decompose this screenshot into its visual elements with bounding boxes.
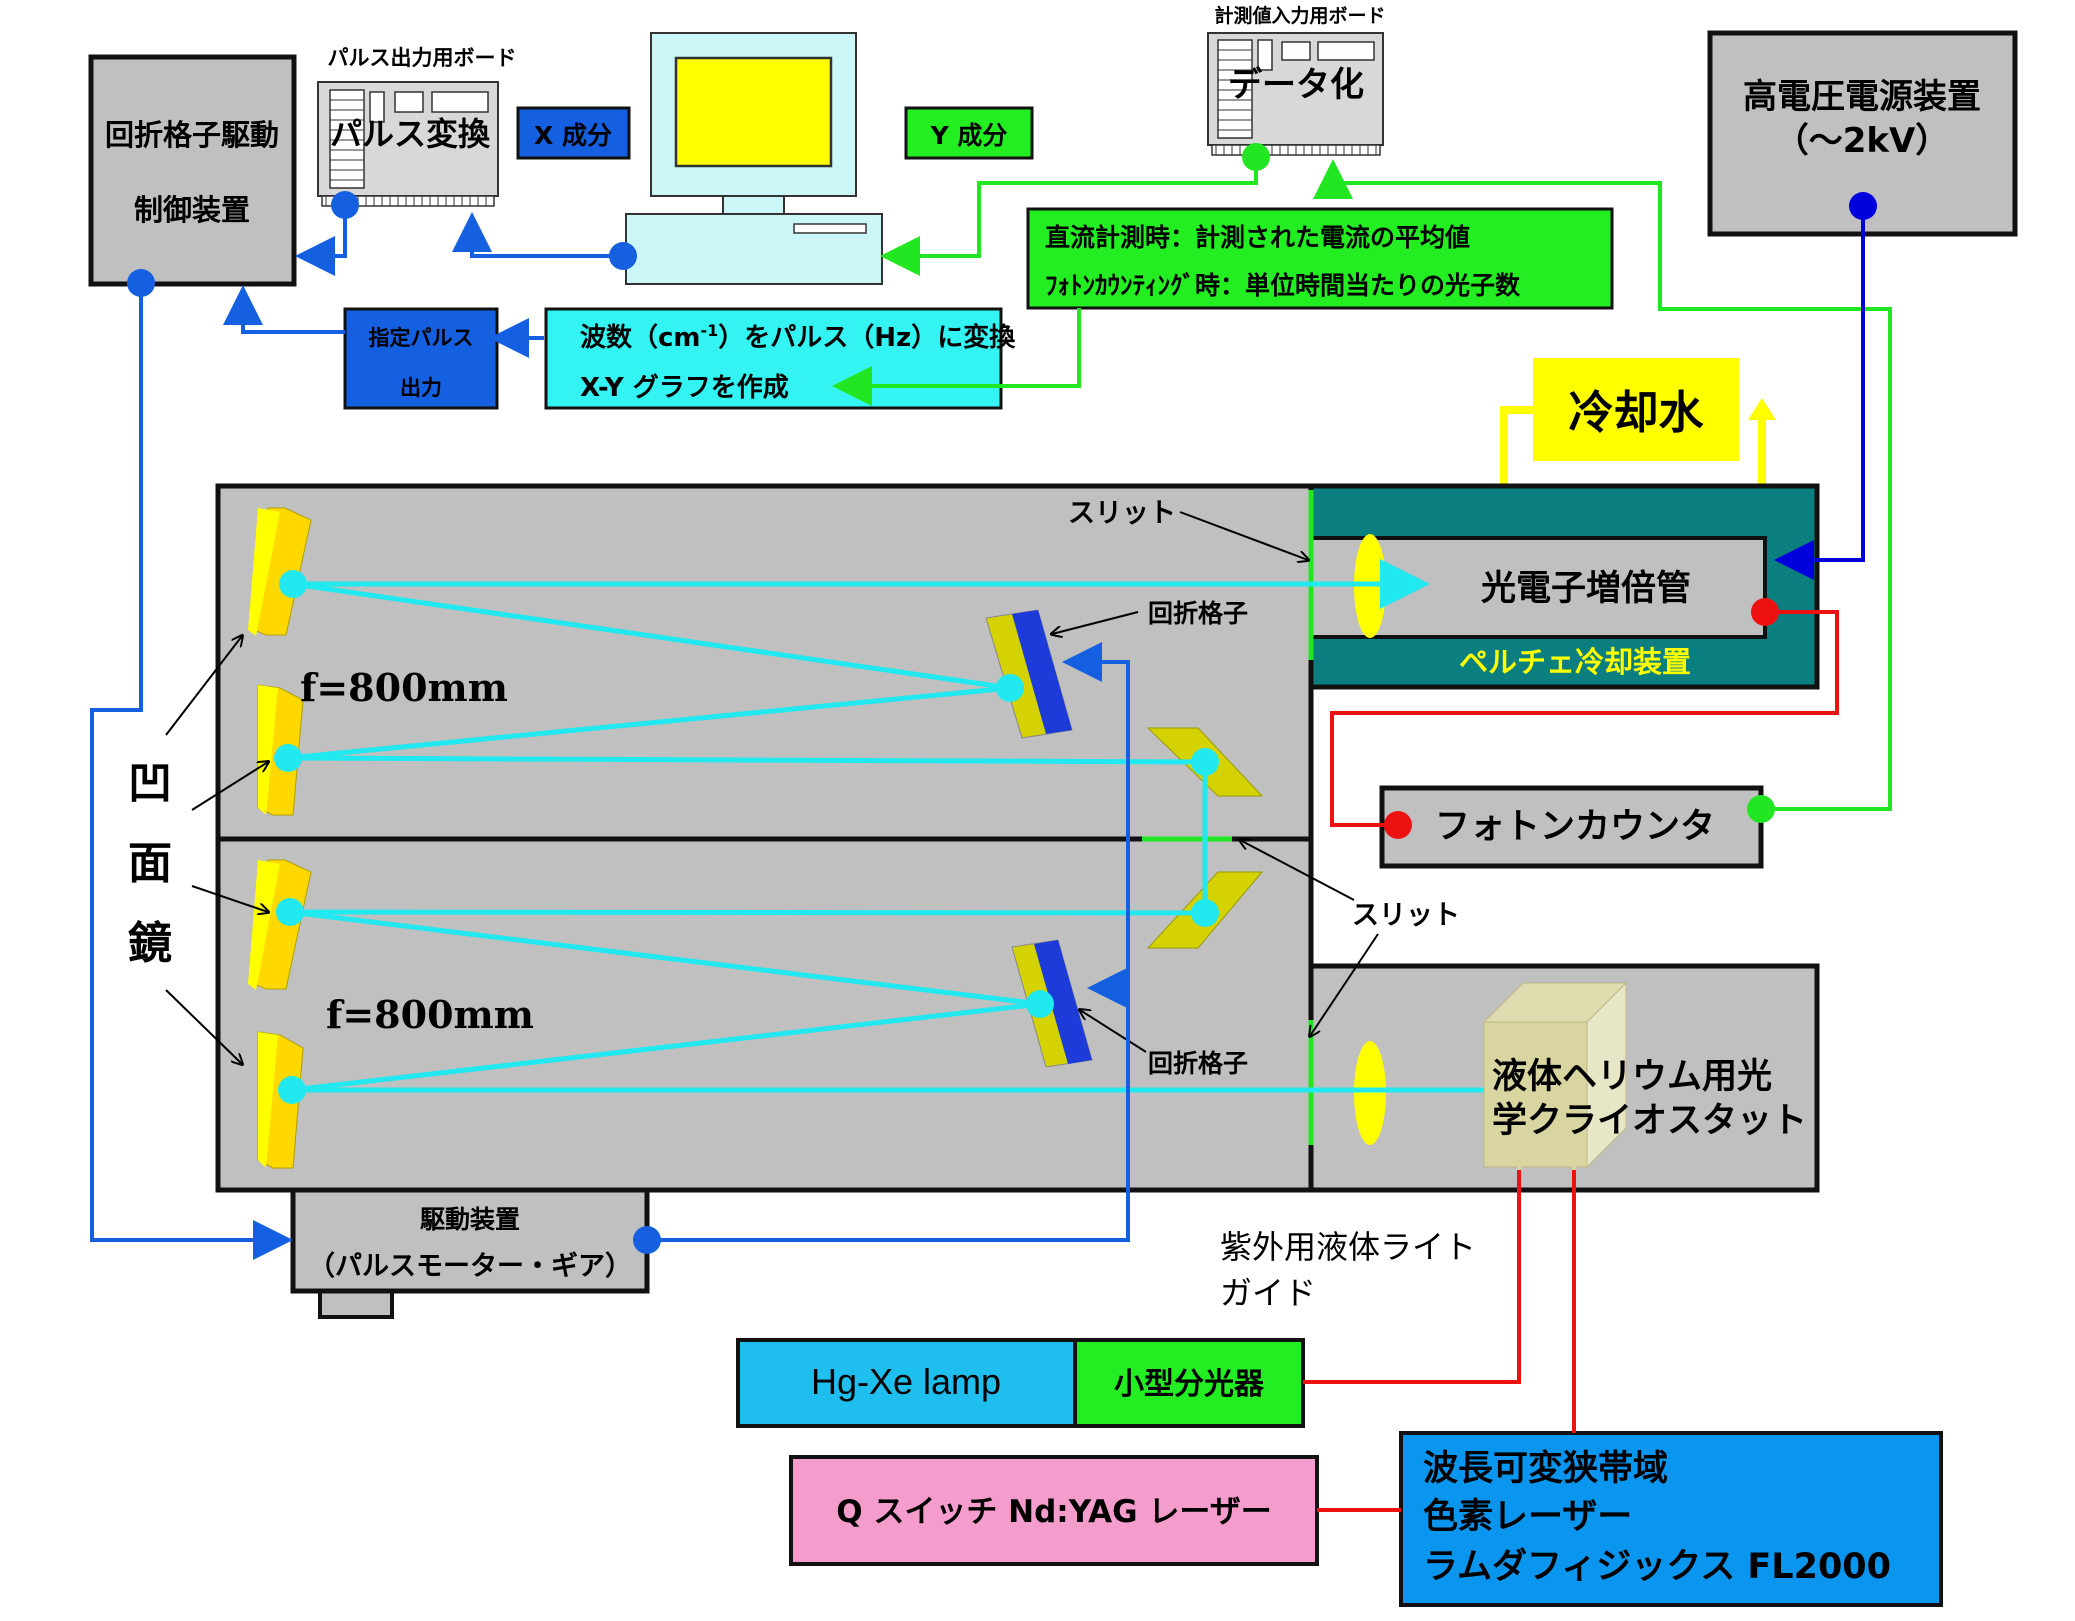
x-component-label: X 成分 (534, 121, 612, 150)
high-voltage-power-supply: 高電圧電源装置 （～2kV） (1707, 30, 2018, 237)
pulse-out-label-2: 出力 (400, 376, 442, 400)
drive-label-2: （パルスモーター・ギア） (308, 1251, 632, 1282)
beam-nodes (274, 570, 1219, 1104)
cooling-water-label: 冷却水 (1568, 386, 1704, 439)
light-guide-label-2: ガイド (1220, 1274, 1316, 1312)
slit-right-pointer-1 (1240, 840, 1355, 901)
slit-top-label: スリット (1068, 498, 1176, 529)
x-component-box: X 成分 (516, 106, 631, 160)
wavenumber-suffix: ）をパルス（Hz）に変換 (718, 322, 1016, 353)
hg-xe-lamp: Hg-Xe lamp (736, 1338, 1077, 1428)
lens-lower (1354, 1041, 1386, 1145)
conversion-box: 波数（cm-1）をパルス（Hz）に変換 X-Y グラフを作成 (544, 307, 1016, 410)
signal-lines (1303, 610, 1839, 1512)
control-nodes (127, 191, 661, 1254)
y-component-label: Y 成分 (930, 121, 1008, 150)
cryostat-label-2: 学クライオスタット (1492, 1100, 1807, 1141)
grating-top-label: 回折格子 (1148, 599, 1248, 628)
photon-counter: フォトンカウンタ (1379, 785, 1764, 869)
dye-label-1: 波長可変狭帯域 (1423, 1448, 1668, 1489)
dc-measure-label: 直流計測時：計測された電流の平均値 (1045, 223, 1470, 252)
pulse-output-box: 指定パルス 出力 (343, 307, 499, 410)
digitize-label: データ化 (1228, 65, 1364, 105)
y-component-box: Y 成分 (904, 106, 1034, 160)
dye-label-2: 色素レーザー (1423, 1497, 1632, 1537)
qswitch-yag-laser: Q スイッチ Nd:YAG レーザー (789, 1455, 1319, 1566)
mono-label: 小型分光器 (1114, 1367, 1265, 1402)
concave-label-1: 凹 (128, 758, 172, 809)
signal-node-pmt (1751, 598, 1779, 626)
dye-laser: 波長可変狭帯域 色素レーザー ラムダフィジックス FL2000 (1399, 1431, 1943, 1607)
peltier-label: ペルチェ冷却装置 (1459, 645, 1691, 679)
wavenumber-prefix: 波数（cm (580, 323, 701, 353)
light-guide-label-1: 紫外用液体ライト (1220, 1228, 1476, 1266)
wavenumber-sup: -1 (701, 321, 719, 340)
xy-graph-label: X-Y グラフを作成 (580, 373, 789, 403)
focal-bottom-label: f=800mm (326, 992, 534, 1037)
data-node-counter (1747, 795, 1775, 823)
data-lines (832, 157, 1892, 811)
measure-board-title: 計測値入力用ボード (1214, 4, 1385, 27)
concave-label-3: 鏡 (128, 918, 172, 969)
grating-top-pointer (1052, 611, 1139, 634)
wavenumber-label: 波数（cm-1）をパルス（Hz）に変換 (580, 321, 1016, 353)
pulse-output-board: パルス出力用ボード パルス変換 (317, 46, 517, 207)
spectrometer-upper-housing (215, 483, 1314, 842)
control-lines (90, 205, 1130, 1260)
hv-label-1: 高電圧電源装置 (1743, 77, 1981, 117)
pulse-board-title: パルス出力用ボード (328, 46, 517, 70)
cooling-loop-left (1500, 406, 1533, 500)
slit-right-pointer-2 (1310, 933, 1379, 1036)
board-slot-stripes (329, 89, 489, 189)
pulse-out-label-1: 指定パルス (369, 326, 474, 350)
photon-count-label: ﾌｫﾄﾝｶｳﾝﾃｨﾝｸﾞ時：単位時間当たりの光子数 (1045, 271, 1521, 300)
data-node-board (1242, 143, 1270, 171)
photon-counter-label: フォトンカウンタ (1435, 807, 1715, 847)
cooling-water-box: 冷却水 (1490, 358, 1776, 512)
slit-right-label: スリット (1352, 900, 1460, 931)
grating-drive-label-2: 制御装置 (134, 193, 250, 227)
cryostat-label-1: 液体ヘリウム用光 (1492, 1057, 1772, 1097)
measurement-info-box: 直流計測時：計測された電流の平均値 ﾌｫﾄﾝｶｳﾝﾃｨﾝｸﾞ時：単位時間当たりの… (1026, 207, 1614, 310)
focal-top-label: f=800mm (300, 665, 508, 710)
cryostat-housing: 液体ヘリウム用光 学クライオスタット (1308, 963, 1820, 1193)
grating-drive-label-1: 回折格子駆動 (105, 118, 279, 152)
drive-label-1: 駆動装置 (420, 1205, 520, 1234)
grating-bottom-label: 回折格子 (1148, 1049, 1248, 1078)
drive-unit: 駆動装置 （パルスモーター・ギア） (290, 1187, 650, 1319)
qswitch-label: Q スイッチ Nd:YAG レーザー (836, 1494, 1272, 1530)
grating-drive-controller: 回折格子駆動 制御装置 (88, 54, 297, 287)
hv-node (1849, 192, 1877, 220)
computer-icon (625, 32, 883, 285)
concave-label-2: 面 (128, 838, 172, 889)
pulse-convert-label: パルス変換 (330, 115, 491, 153)
hv-label-2: （～2kV） (1775, 121, 1950, 161)
light-beams (287, 559, 1484, 1093)
grating-bottom-pointer (1080, 1010, 1147, 1053)
signal-node-counter (1384, 811, 1412, 839)
light-guide-stems (1517, 1145, 1576, 1170)
hv-line (1774, 206, 1865, 580)
measurement-input-board: 計測値入力用ボード データ化 (1207, 4, 1386, 156)
concave-pointers (165, 636, 268, 1064)
hg-lamp-label: Hg-Xe lamp (811, 1361, 1001, 1402)
pmt-label: 光電子増倍管 (1481, 569, 1691, 609)
compact-monochromator: 小型分光器 (1073, 1338, 1305, 1428)
slit-top-pointer (1179, 511, 1308, 560)
dye-label-3: ラムダフィジックス FL2000 (1423, 1547, 1891, 1587)
slit-markers (1142, 490, 1314, 1145)
